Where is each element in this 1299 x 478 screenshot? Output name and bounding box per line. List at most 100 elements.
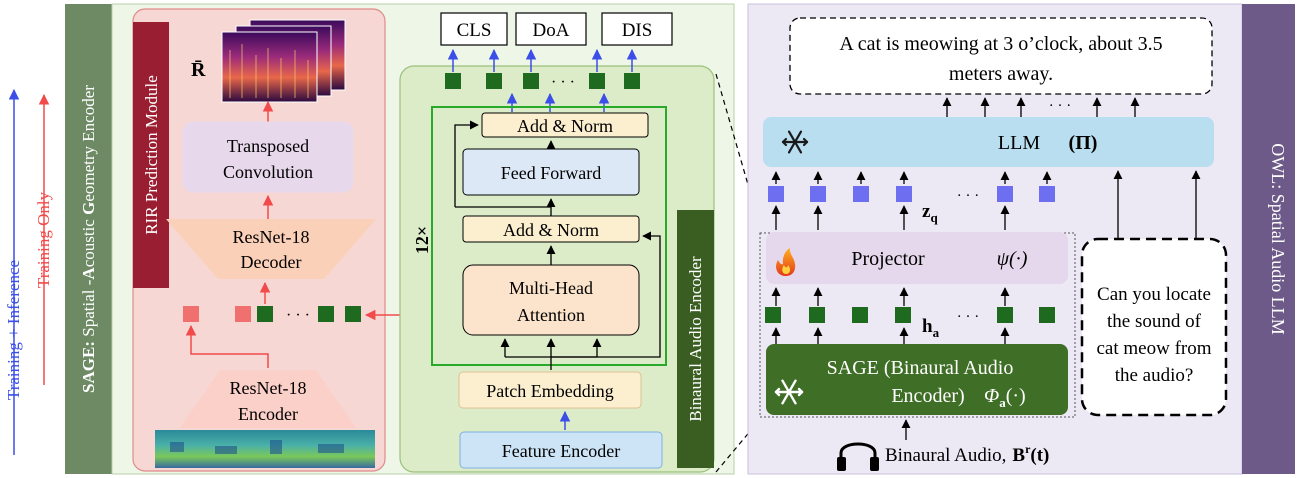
zq-dots: · · · bbox=[957, 188, 980, 204]
ha-token-2 bbox=[809, 307, 825, 323]
residual-bottom bbox=[551, 231, 661, 358]
enc-token-dots: · · · bbox=[551, 74, 575, 91]
binaural-title: Binaural Audio Encoder bbox=[686, 256, 705, 422]
enc-token-3 bbox=[523, 73, 539, 89]
patch-embedding-block bbox=[458, 371, 642, 409]
sage-strip bbox=[65, 4, 112, 474]
dis-head bbox=[601, 12, 673, 46]
rir-token-green-2 bbox=[318, 306, 334, 322]
enc-token-4 bbox=[589, 73, 605, 89]
rir-token-dots: · · · bbox=[286, 307, 310, 324]
transposed-conv-label-1: Transposed bbox=[227, 136, 309, 156]
owl-strip bbox=[1242, 4, 1295, 474]
headphones-icon bbox=[837, 442, 879, 471]
zq-token-1 bbox=[768, 186, 784, 202]
rir-title-strip bbox=[133, 22, 169, 288]
output-text-line-2: meters away. bbox=[949, 63, 1053, 85]
rir-spectrogram bbox=[221, 19, 346, 103]
output-text-box bbox=[789, 17, 1213, 95]
sage-encoder-label-1: SAGE (Binaural Audio bbox=[827, 357, 1014, 379]
legend-train-only-label: Training Only bbox=[34, 191, 53, 288]
question-box bbox=[1080, 237, 1228, 417]
feature-encoder-block bbox=[459, 431, 663, 469]
projector-label: Projector bbox=[851, 248, 925, 270]
ha-dots: · · · bbox=[957, 309, 980, 325]
encoder-label-2: Encoder bbox=[238, 404, 298, 424]
enc-token-5 bbox=[624, 73, 640, 89]
transposed-conv-block bbox=[182, 121, 354, 193]
enc-token-2 bbox=[486, 73, 502, 89]
resnet-encoder-block bbox=[180, 370, 356, 428]
dis-label: DIS bbox=[622, 20, 653, 41]
arrow-encoder-to-red-token bbox=[185, 324, 269, 368]
ha-token-1 bbox=[765, 307, 781, 323]
output-text-line-1: A cat is meowing at 3 o’clock, about 3.5 bbox=[839, 33, 1162, 55]
projector-block bbox=[766, 232, 1068, 284]
rir-token-green-3 bbox=[345, 306, 361, 322]
ha-label: ha bbox=[922, 316, 940, 340]
repeat-label: 12× bbox=[412, 226, 432, 254]
doa-head bbox=[515, 12, 587, 46]
transposed-conv-label-2: Convolution bbox=[223, 162, 313, 182]
resnet-decoder-block bbox=[166, 219, 376, 279]
decoder-label-1: ResNet-18 bbox=[233, 227, 310, 247]
rir-token-red-1 bbox=[183, 306, 199, 322]
zq-token-2 bbox=[810, 186, 826, 202]
sage-encoder-label-2: Encoder) bbox=[891, 385, 964, 407]
zq-token-5 bbox=[997, 186, 1013, 202]
question-line-4: the audio? bbox=[1115, 365, 1194, 386]
patch-embedding-label: Patch Embedding bbox=[486, 381, 613, 401]
sage-encoder-phi: Φa(·) bbox=[984, 385, 1026, 410]
zq-token-4 bbox=[896, 186, 912, 202]
snowflake-icon-sage bbox=[774, 379, 804, 405]
question-line-2: the sound of bbox=[1107, 311, 1202, 332]
question-line-1: Can you locate bbox=[1097, 284, 1211, 305]
add-norm-top-label: Add & Norm bbox=[517, 116, 613, 136]
llm-param: (Π) bbox=[1069, 132, 1098, 154]
owl-title: OWL: Spatial Audio LLM bbox=[1268, 143, 1288, 334]
zq-token-6 bbox=[1039, 186, 1055, 202]
ha-token-4 bbox=[895, 307, 911, 323]
feature-encoder-label: Feature Encoder bbox=[502, 441, 620, 461]
enc-token-1 bbox=[445, 73, 461, 89]
flame-icon bbox=[776, 248, 796, 276]
rir-token-green-1 bbox=[257, 306, 273, 322]
residual-top bbox=[454, 120, 479, 207]
add-norm-bottom-label: Add & Norm bbox=[503, 220, 599, 240]
rir-token-red-2 bbox=[235, 306, 251, 322]
r-bar-label: R̄ bbox=[191, 59, 206, 81]
decoder-label-2: Decoder bbox=[241, 252, 302, 272]
sage-title: SAGE: Spatial -Acoustic Geometry Encoder bbox=[79, 85, 98, 393]
llm-label: LLM bbox=[998, 132, 1040, 154]
cls-label: CLS bbox=[457, 20, 492, 41]
feed-forward-label: Feed Forward bbox=[501, 163, 601, 183]
question-line-3: cat meow from bbox=[1096, 338, 1211, 359]
ha-token-3 bbox=[852, 307, 868, 323]
input-label: Binaural Audio,Br(t) bbox=[885, 442, 1049, 466]
llm-out-dots: · · · bbox=[1049, 98, 1072, 114]
feature-image bbox=[155, 430, 375, 468]
ha-token-6 bbox=[1039, 307, 1055, 323]
projector-psi: ψ(·) bbox=[997, 248, 1028, 270]
zoom-line-bottom bbox=[715, 416, 763, 473]
binaural-title-strip bbox=[677, 210, 714, 468]
mha-label-2: Attention bbox=[517, 305, 585, 325]
binaural-audio-encoder: Binaural Audio Encoder CLS DoA DIS · · ·… bbox=[399, 12, 715, 473]
zq-label: zq bbox=[922, 201, 938, 225]
legend: Training + Inference Training Only bbox=[4, 88, 53, 455]
snowflake-icon bbox=[781, 130, 809, 154]
sage-encoder-block bbox=[766, 344, 1068, 415]
legend-train-infer-label: Training + Inference bbox=[4, 260, 23, 400]
ha-token-5 bbox=[997, 307, 1013, 323]
zq-token-3 bbox=[853, 186, 869, 202]
transformer-block bbox=[431, 106, 667, 366]
doa-label: DoA bbox=[533, 20, 570, 41]
mha-label-1: Multi-Head bbox=[509, 278, 593, 298]
add-norm-top bbox=[481, 112, 649, 138]
rir-prediction-module: RIR Prediction Module R̄ Transposed Conv… bbox=[132, 8, 386, 472]
rir-title: RIR Prediction Module bbox=[142, 75, 161, 235]
encoder-label-1: ResNet-18 bbox=[230, 378, 307, 398]
llm-block bbox=[763, 117, 1214, 167]
owl-section: OWL: Spatial Audio LLM A cat is meowing … bbox=[747, 3, 1295, 475]
